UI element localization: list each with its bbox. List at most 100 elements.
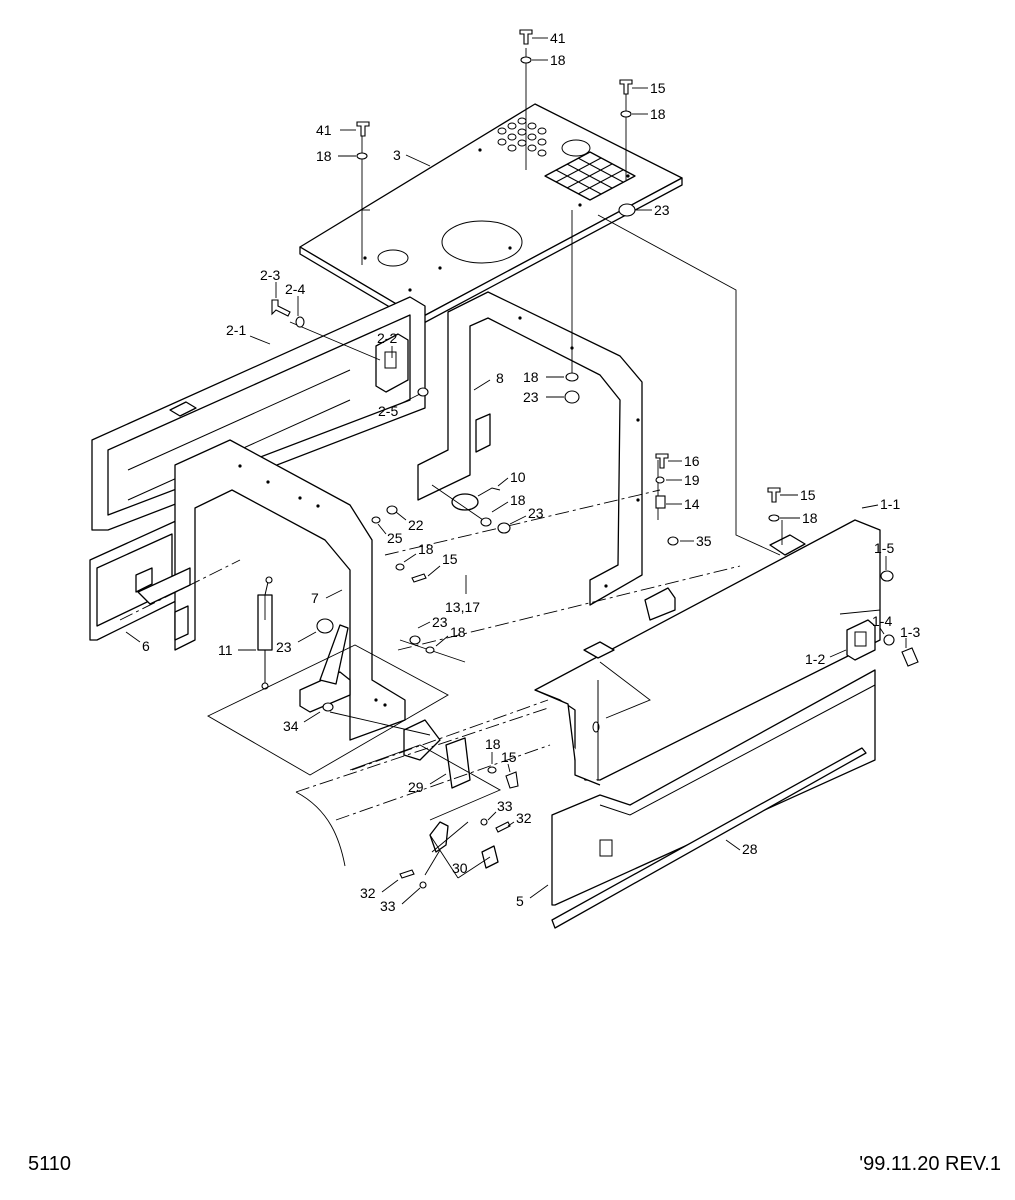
nut-icon — [316, 618, 334, 634]
callout-label: 8 — [496, 370, 504, 386]
callout-label: 41 — [316, 122, 332, 138]
washer-icon — [883, 634, 895, 646]
washer-icon — [487, 766, 497, 774]
callout-label: 41 — [550, 30, 566, 46]
callout-label: 23 — [528, 505, 544, 521]
callout-label: 34 — [283, 718, 299, 734]
callout-label: 32 — [360, 885, 376, 901]
callout-label: 18 — [510, 492, 526, 508]
frame-8 — [417, 291, 643, 606]
callout-label: 33 — [380, 898, 396, 914]
callout-label: 13,17 — [445, 599, 480, 615]
callout-label: 1-2 — [805, 651, 825, 667]
callout-label: 23 — [523, 389, 539, 405]
bolt-icon — [901, 647, 919, 667]
callout-label: 18 — [418, 541, 434, 557]
panel-6 — [89, 519, 179, 641]
callout-label: 18 — [316, 148, 332, 164]
callout-label: 11 — [218, 642, 233, 658]
callout-label: 18 — [802, 510, 818, 526]
callout-label: 1-1 — [880, 496, 900, 512]
leader-lines — [264, 48, 783, 879]
callout-label: 18 — [650, 106, 666, 122]
callout-label: 22 — [408, 517, 424, 533]
callout-label: 2-1 — [226, 322, 246, 338]
nut-icon — [386, 505, 398, 515]
washer-icon — [371, 516, 381, 524]
bushing-icon — [655, 495, 666, 509]
panel-5 — [551, 669, 876, 906]
callout-label: 23 — [432, 614, 448, 630]
bolt-icon — [767, 487, 781, 503]
projection-lines — [119, 489, 881, 867]
bolt-icon — [411, 573, 427, 583]
callout-label: 23 — [654, 202, 670, 218]
page-code: 5110 — [28, 1153, 72, 1175]
callout-label: 6 — [142, 638, 150, 654]
callout-label: 2-4 — [285, 281, 305, 297]
callout-label: 7 — [311, 590, 319, 606]
washer-icon — [295, 316, 305, 328]
nut-icon — [880, 570, 894, 582]
gas-strut-11 — [257, 576, 273, 690]
washer-icon — [356, 152, 368, 160]
callout-label: 2-5 — [378, 403, 398, 419]
washer-icon — [520, 56, 532, 64]
callout-label: 30 — [452, 860, 468, 876]
callout-label: 32 — [516, 810, 532, 826]
washer-icon — [565, 372, 579, 382]
washer-icon — [480, 517, 492, 527]
washer-icon — [620, 110, 632, 118]
callout-label: 29 — [408, 779, 424, 795]
callout-label: 16 — [684, 453, 700, 469]
callout-label: 15 — [501, 749, 517, 765]
callout-label: 18 — [550, 52, 566, 68]
callout-label: 23 — [276, 639, 292, 655]
callout-label: 1-4 — [872, 613, 892, 629]
washer-icon — [425, 646, 435, 654]
bolt-icon — [619, 79, 633, 95]
bolt-icon — [399, 869, 415, 879]
callout-label: 10 — [510, 469, 526, 485]
nut-icon — [497, 522, 511, 534]
callout-label: 35 — [696, 533, 712, 549]
side-panel-1-1 — [534, 519, 881, 786]
bolt-icon — [505, 771, 519, 789]
callout-label: 5 — [516, 893, 524, 909]
callout-label: 19 — [684, 472, 700, 488]
callout-labels: 41 18 15 18 41 18 3 23 2-3 2-4 2-1 2-2 2… — [125, 30, 920, 914]
plate-near-35 — [644, 587, 676, 621]
callout-label: 18 — [485, 736, 501, 752]
callout-label: 18 — [450, 624, 466, 640]
callout-label: 28 — [742, 841, 758, 857]
mesh-grille — [544, 151, 636, 201]
callout-label: 14 — [684, 496, 700, 512]
nut-icon — [618, 203, 636, 217]
plate-10 — [451, 487, 501, 511]
callout-label: 15 — [650, 80, 666, 96]
bolt-icon — [495, 821, 511, 833]
washer-icon — [655, 476, 665, 484]
nut-icon — [564, 390, 580, 404]
frame-7 — [137, 439, 406, 741]
callout-label: 33 — [497, 798, 513, 814]
callout-label: 2-3 — [260, 267, 280, 283]
nut-icon — [409, 635, 421, 645]
revision-date: '99.11.20 REV.1 — [859, 1153, 1001, 1175]
bracket-29 — [403, 719, 471, 789]
vent-holes — [497, 117, 547, 157]
bolt-icon — [655, 453, 669, 469]
callout-label: 3 — [393, 147, 401, 163]
callout-label: 1-5 — [874, 540, 894, 556]
hardware — [271, 29, 919, 889]
callout-label: 25 — [387, 530, 403, 546]
callout-label: 15 — [442, 551, 458, 567]
washer-icon — [480, 818, 488, 826]
callout-label: 15 — [800, 487, 816, 503]
bolt-icon — [271, 299, 291, 317]
nut-icon — [667, 536, 679, 546]
washer-icon — [419, 881, 427, 889]
bracket-30 — [429, 821, 499, 869]
washer-icon — [768, 514, 780, 522]
